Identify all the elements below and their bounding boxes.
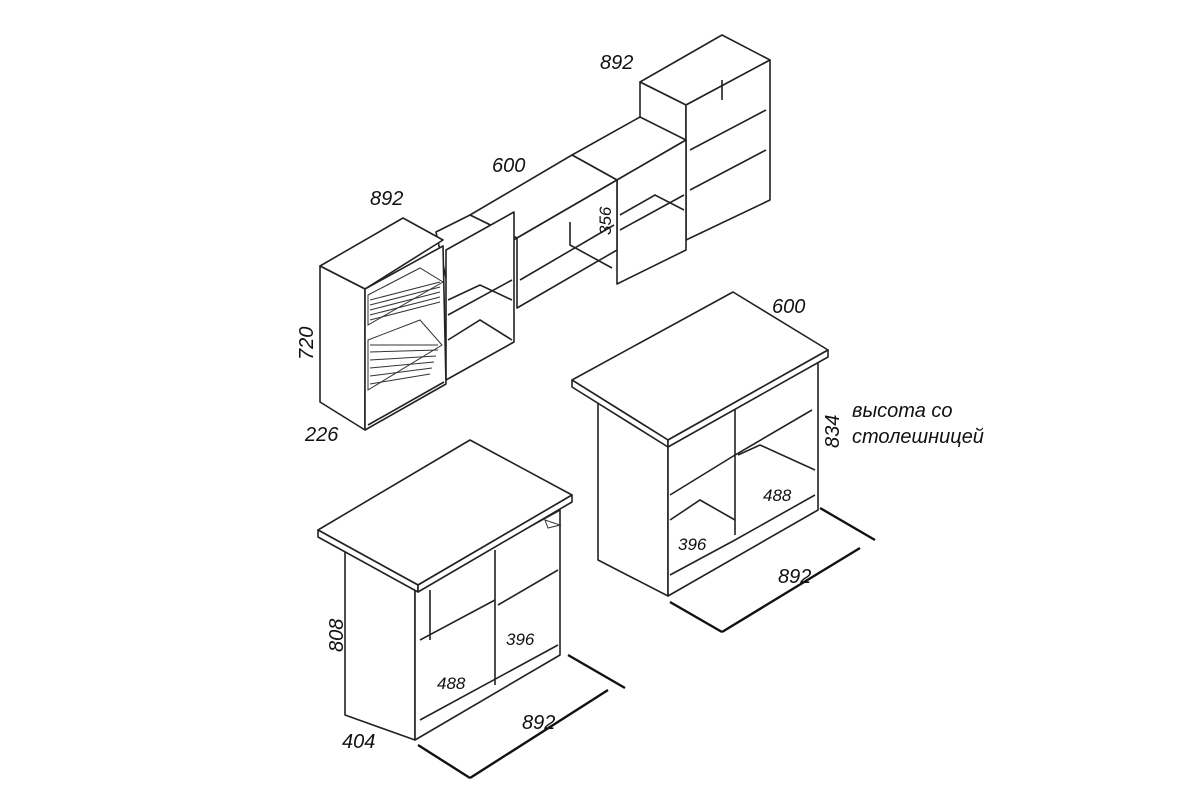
left-island: [317, 439, 626, 780]
small-wall-cabinet: [571, 116, 687, 285]
dish-cabinet-height-label: 720: [296, 326, 318, 360]
dish-cabinet-depth-label: 226: [305, 424, 339, 446]
dish-rack-lower: [367, 319, 443, 391]
height-note-line1: высота со: [852, 400, 953, 422]
height-note-line2: столешницей: [852, 426, 984, 448]
right-island-height-label: 834: [822, 414, 844, 448]
left-island-length-label: 892: [522, 712, 556, 734]
handle-icon: [544, 519, 562, 529]
small-cabinet-height-label: 356: [596, 206, 615, 235]
left-island-height-label: 808: [326, 618, 348, 652]
right-island-length-label: 892: [778, 566, 812, 588]
open-wall-cabinet: [435, 211, 518, 381]
right-island-shelf-width-label: 488: [763, 486, 792, 505]
left-island-shelf-depth-label: 396: [506, 630, 535, 649]
right-island: [571, 291, 876, 634]
tall-cabinet-width-label: 892: [600, 52, 634, 74]
long-cabinet-width-label: 600: [492, 155, 526, 177]
dish-rack-upper: [367, 267, 444, 326]
right-island-top-depth-label: 600: [772, 296, 806, 318]
left-island-shelf-width-label: 488: [437, 674, 466, 693]
dish-cabinet-width-label: 892: [370, 188, 404, 210]
left-island-depth-label: 404: [342, 731, 376, 753]
right-island-shelf-depth-label: 396: [678, 535, 707, 554]
dish-rack-cabinet: [319, 217, 447, 431]
